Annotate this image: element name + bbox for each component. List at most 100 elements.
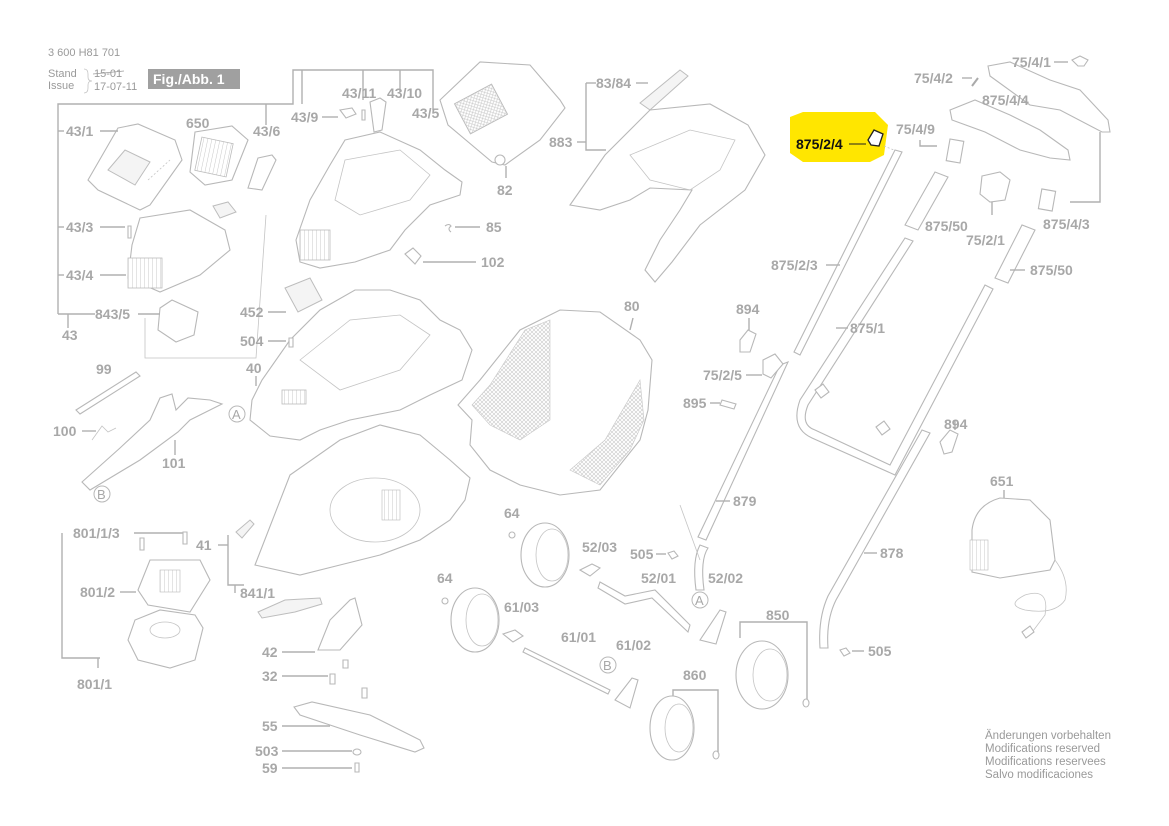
tick-80 [629, 317, 634, 331]
label-61-01[interactable]: 61/01 [561, 629, 596, 645]
label-102[interactable]: 102 [481, 254, 505, 270]
label-875-2-4[interactable]: 875/2/4 [796, 136, 843, 152]
bracket-883 [585, 83, 606, 151]
clip-102 [404, 247, 422, 265]
footer-notes: Änderungen vorbehalten Modifications res… [985, 730, 1111, 781]
label-82[interactable]: 82 [497, 182, 513, 198]
wire-lines [679, 504, 701, 561]
label-875-4-3[interactable]: 875/4/3 [1043, 216, 1090, 232]
label-650[interactable]: 650 [186, 115, 210, 131]
callout-b-label-1: B [97, 487, 106, 502]
rear-cover-group: 83/84 883 [549, 69, 766, 283]
label-875-50a[interactable]: 875/50 [925, 218, 968, 234]
label-895[interactable]: 895 [683, 395, 707, 411]
axle-52-01 [597, 581, 691, 634]
label-801-1-3[interactable]: 801/1/3 [73, 525, 120, 541]
label-52-02[interactable]: 52/02 [708, 570, 743, 586]
deck-fan-ring [329, 477, 421, 543]
tube-879-bend [694, 544, 709, 591]
label-43-4[interactable]: 43/4 [66, 267, 93, 283]
label-875-1[interactable]: 875/1 [850, 320, 885, 336]
label-43-3[interactable]: 43/3 [66, 219, 93, 235]
label-59[interactable]: 59 [262, 760, 278, 776]
blade-55 [293, 701, 425, 753]
handle-body-875-4-4 [949, 99, 1071, 161]
label-860[interactable]: 860 [683, 667, 707, 683]
bushing-61-03 [501, 629, 524, 643]
battery-compartment-group: 43/1 650 43/6 43/3 43/4 843/5 43 [57, 69, 434, 359]
label-801-1[interactable]: 801/1 [77, 676, 112, 692]
label-651[interactable]: 651 [990, 473, 1014, 489]
label-99[interactable]: 99 [96, 361, 112, 377]
label-43-1[interactable]: 43/1 [66, 123, 93, 139]
leaders-top-bracket [301, 70, 401, 104]
callout-a-label-1: A [232, 407, 241, 422]
label-41[interactable]: 41 [196, 537, 212, 553]
highlighted-part-875-2-4[interactable]: 875/2/4 [790, 112, 895, 162]
spring-85 [444, 223, 452, 233]
height-lever-group: 99 100 101 A B [53, 361, 246, 503]
battery-ribs [194, 136, 234, 178]
label-64b[interactable]: 64 [437, 570, 453, 586]
label-52-01[interactable]: 52/01 [641, 570, 676, 586]
rear-wheel-upper-hub [535, 528, 569, 582]
upper-housing-group: 43/9 43/11 43/10 43/5 85 102 [291, 85, 505, 270]
figure-title: Fig./Abb. 1 [153, 71, 225, 87]
label-83-84[interactable]: 83/84 [596, 75, 631, 91]
label-75-2-1[interactable]: 75/2/1 [966, 232, 1005, 248]
figure-badge [148, 69, 240, 89]
label-40[interactable]: 40 [246, 360, 262, 376]
label-64a[interactable]: 64 [504, 505, 520, 521]
callout-b-circle [93, 485, 111, 503]
label-841-1[interactable]: 841/1 [240, 585, 275, 601]
spring-43-11 [361, 109, 366, 121]
label-42[interactable]: 42 [262, 644, 278, 660]
label-75-4-2[interactable]: 75/4/2 [914, 70, 953, 86]
label-100[interactable]: 100 [53, 423, 77, 439]
bracket-850 [739, 621, 808, 700]
lever-52-02 [699, 609, 727, 645]
label-883[interactable]: 883 [549, 134, 573, 150]
label-55[interactable]: 55 [262, 718, 278, 734]
charger-651 [971, 497, 1056, 579]
label-61-02[interactable]: 61/02 [616, 637, 651, 653]
label-875-2-3[interactable]: 875/2/3 [771, 257, 818, 273]
label-894a[interactable]: 894 [736, 301, 760, 317]
label-101[interactable]: 101 [162, 455, 186, 471]
label-850[interactable]: 850 [766, 607, 790, 623]
charger-group: 651 [969, 473, 1067, 639]
label-505a[interactable]: 505 [630, 546, 654, 562]
washer-503 [352, 748, 362, 756]
label-75-4-9[interactable]: 75/4/9 [896, 121, 935, 137]
label-80[interactable]: 80 [624, 298, 640, 314]
label-75-4-1[interactable]: 75/4/1 [1012, 54, 1051, 70]
label-894b[interactable]: 894 [944, 416, 968, 432]
label-875-4-4[interactable]: 875/4/4 [982, 92, 1029, 108]
label-32[interactable]: 32 [262, 668, 278, 684]
label-801-2[interactable]: 801/2 [80, 584, 115, 600]
label-43-11[interactable]: 43/11 [342, 85, 376, 101]
label-43-5[interactable]: 43/5 [412, 105, 439, 121]
label-505b[interactable]: 505 [868, 643, 892, 659]
label-61-03[interactable]: 61/03 [504, 599, 539, 615]
wheels-group: 64 52/03 52/01 A 52/02 64 61/03 61/01 B … [437, 505, 810, 761]
label-504[interactable]: 504 [240, 333, 264, 349]
callout-b-circle-2 [599, 656, 617, 674]
lid-group: 82 [439, 61, 566, 198]
label-879[interactable]: 879 [733, 493, 757, 509]
label-43-9[interactable]: 43/9 [291, 109, 318, 125]
label-878[interactable]: 878 [880, 545, 904, 561]
label-503[interactable]: 503 [255, 743, 279, 759]
label-43[interactable]: 43 [62, 327, 78, 343]
label-85[interactable]: 85 [486, 219, 502, 235]
label-43-6[interactable]: 43/6 [253, 123, 280, 139]
knob-75-4-1 [1071, 55, 1089, 67]
label-875-50b[interactable]: 875/50 [1030, 262, 1073, 278]
label-75-2-5[interactable]: 75/2/5 [703, 367, 742, 383]
label-843-5[interactable]: 843/5 [95, 306, 130, 322]
motor-801-1 [127, 609, 204, 669]
label-43-10[interactable]: 43/10 [387, 85, 422, 101]
spring-99 [75, 371, 141, 415]
label-452[interactable]: 452 [240, 304, 264, 320]
label-52-03[interactable]: 52/03 [582, 539, 617, 555]
